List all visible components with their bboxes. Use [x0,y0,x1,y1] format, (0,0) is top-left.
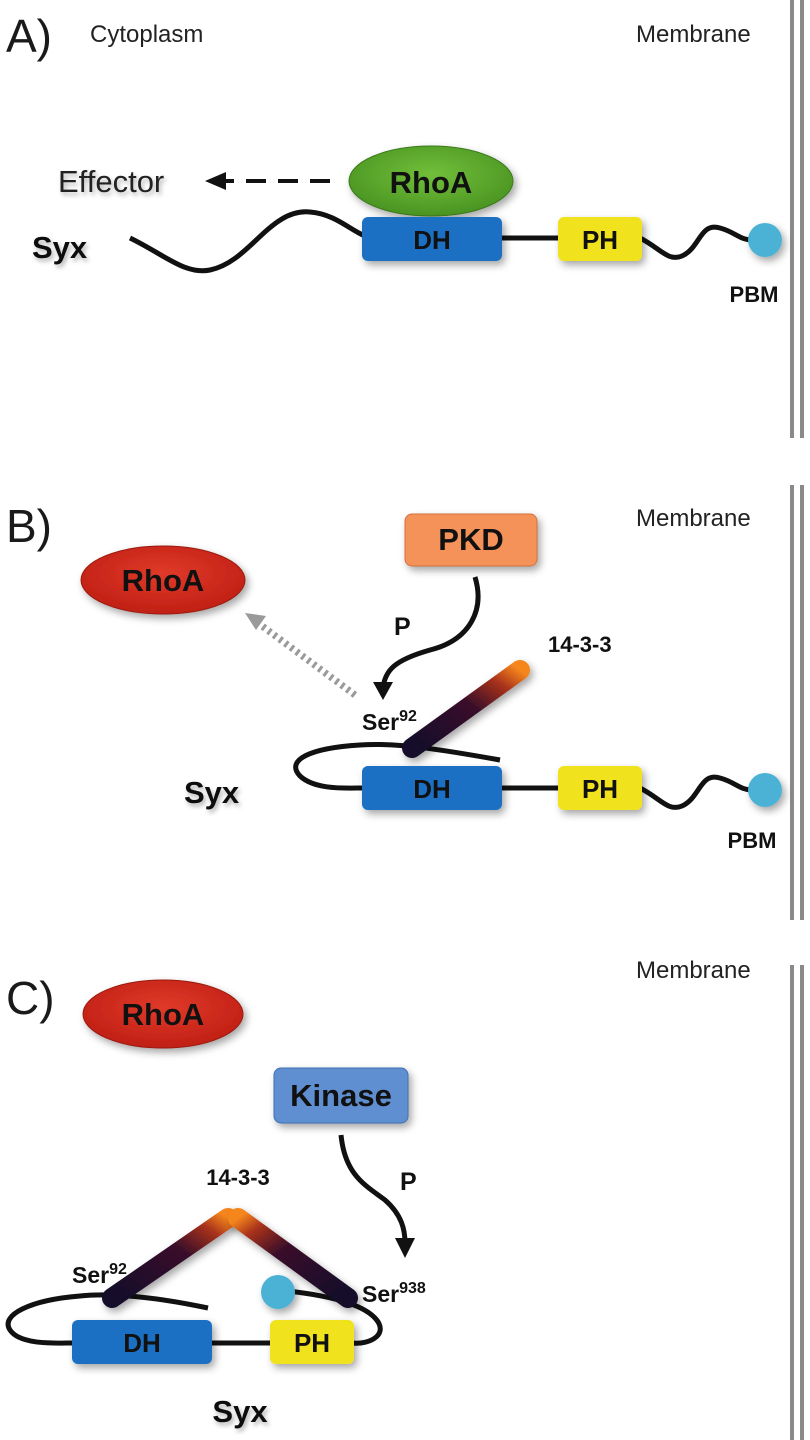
pbm-label-a: PBM [730,282,779,307]
fourteen33-rod-left [102,1208,238,1308]
cytoplasm-label: Cytoplasm [90,21,203,48]
membrane-label-a: Membrane [636,21,751,48]
syx-chain-c-left [5,1292,209,1346]
pbm-label-b: PBM [728,828,777,853]
dh-label-c: DH [123,1328,161,1358]
effector-arrowhead [205,172,226,190]
ph-label-c: PH [294,1328,330,1358]
syx-chain-b [293,742,501,791]
panel-c: C) Membrane RhoA Kinase P 14-3-3 Ser92 S… [5,957,751,1429]
ser938-label-c: Ser938 [362,1280,426,1307]
dh-label-b: DH [413,774,451,804]
pbm-circle-c [261,1275,295,1309]
rhoa-inactive-c [82,979,244,1049]
rhoa-label-c: RhoA [122,997,205,1032]
pkd-phospho-arrow [380,576,481,689]
panel-b: B) Membrane RhoA PKD P 14-3-3 Ser92 DH P… [6,500,782,853]
phospho-p-c: P [400,1168,417,1196]
pkd-label: PKD [438,522,503,557]
ph-label-b: PH [582,774,618,804]
syx-chain-a [128,209,367,274]
rhoa-label-a: RhoA [390,165,473,200]
phospho-p-b: P [394,613,411,641]
syx-label-b: Syx [184,775,240,810]
panel-b-letter: B) [6,500,52,552]
dh-domain-a [362,217,502,261]
fourteen33-rod-b [402,660,530,758]
pbm-circle-a [748,223,782,257]
pkd-box [404,513,538,567]
dh-domain-c [72,1320,212,1364]
ser92-label-b: Ser92 [362,708,417,735]
kinase-phospho-arrow [338,1134,408,1244]
effector-label: Effector [58,164,164,199]
rhoa-active [348,145,514,217]
dh-label-a: DH [413,225,451,255]
release-dotted-arrow [255,620,358,698]
kinase-label: Kinase [290,1078,392,1113]
ser92-label-c: Ser92 [72,1261,127,1288]
ph-domain-c [270,1320,354,1364]
membrane-bars [790,0,804,1440]
ph-label-a: PH [582,225,618,255]
syx-chain-c-right [277,1287,383,1346]
membrane-label-b: Membrane [636,505,751,532]
kinase-box [273,1067,409,1124]
fourteen33-rod-right [228,1208,358,1308]
fourteen33-label-b: 14-3-3 [548,632,612,657]
pbm-circle-b [748,773,782,807]
fourteen33-label-c: 14-3-3 [206,1165,270,1190]
panel-a: A) Cytoplasm Membrane Effector RhoA DH P… [6,10,782,307]
ph-domain-b [558,766,642,810]
rhoa-label-b: RhoA [122,563,205,598]
syx-label-a: Syx [32,230,88,265]
panel-c-letter: C) [6,972,55,1024]
panel-a-letter: A) [6,10,52,62]
membrane-label-c: Membrane [636,957,751,984]
syx-label-c: Syx [212,1394,268,1429]
dh-domain-b [362,766,502,810]
rhoa-inactive-b [80,545,246,615]
ph-domain-a [558,217,642,261]
